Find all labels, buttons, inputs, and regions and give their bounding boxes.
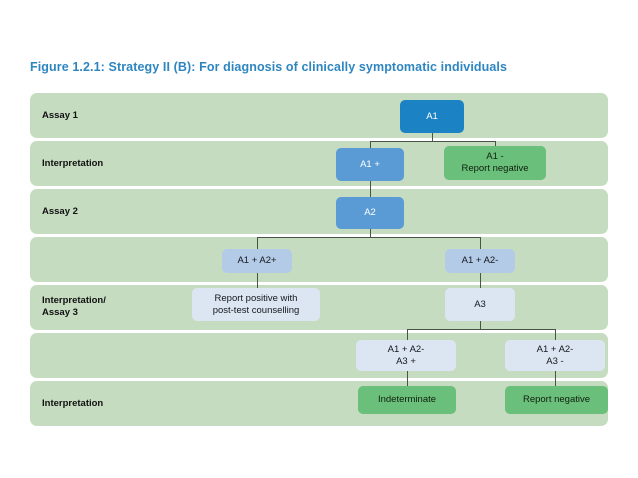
connector-a1-to-a1-negative (495, 141, 496, 147)
connector-a3-to-a3-positive (407, 329, 408, 340)
connector-a1-to-a1-positive (370, 141, 371, 150)
connector-a3-to-a3-negative (555, 329, 556, 340)
connector-a1a2-negative-to-a3 (480, 273, 481, 288)
connector-a1-bus (370, 141, 496, 142)
connector-a1-positive-to-a2 (370, 181, 371, 197)
connector-a2-to-a1a2-positive (257, 237, 258, 249)
connector-a1a2-positive-to-report-positive (257, 273, 258, 288)
swimlane-label-interpretation-assay-3: Interpretation/ Assay 3 (42, 295, 106, 318)
node-report-positive-counselling[interactable]: Report positive with post-test counselli… (192, 288, 320, 321)
connector-a2-stem (370, 229, 371, 238)
swimlane-label-interpretation-2: Interpretation (42, 398, 104, 409)
connector-a3-bus (407, 329, 556, 330)
node-a1-a2-negative[interactable]: A1 + A2- (445, 249, 515, 273)
connector-a3-positive-to-indeterminate (407, 371, 408, 386)
node-report-negative[interactable]: Report negative (505, 386, 608, 414)
swimlane-label-assay-2: Assay 2 (42, 206, 78, 217)
connector-a3-negative-to-report-negative (555, 371, 556, 386)
connector-a2-to-a1a2-negative (480, 237, 481, 249)
swimlane-assay-1 (30, 93, 608, 138)
node-a3-negative[interactable]: A1 + A2- A3 - (505, 340, 605, 371)
swimlane-label-assay-1: Assay 1 (42, 110, 78, 121)
node-a2[interactable]: A2 (336, 197, 404, 229)
node-a1-a2-positive[interactable]: A1 + A2+ (222, 249, 292, 273)
connector-a1-stem (432, 133, 433, 142)
node-a3-positive[interactable]: A1 + A2- A3 + (356, 340, 456, 371)
connector-a3-stem (480, 321, 481, 330)
node-a1[interactable]: A1 (400, 100, 464, 133)
swimlane-label-interpretation-1: Interpretation (42, 158, 104, 169)
swimlane-assay-2 (30, 189, 608, 234)
swimlane-results-2 (30, 237, 608, 282)
connector-a2-bus (257, 237, 481, 238)
node-a3[interactable]: A3 (445, 288, 515, 321)
node-a1-negative-report-negative[interactable]: A1 - Report negative (444, 146, 546, 180)
node-a1-positive[interactable]: A1 + (336, 148, 404, 181)
node-indeterminate[interactable]: Indeterminate (358, 386, 456, 414)
page-title: Figure 1.2.1: Strategy II (B): For diagn… (30, 60, 508, 74)
